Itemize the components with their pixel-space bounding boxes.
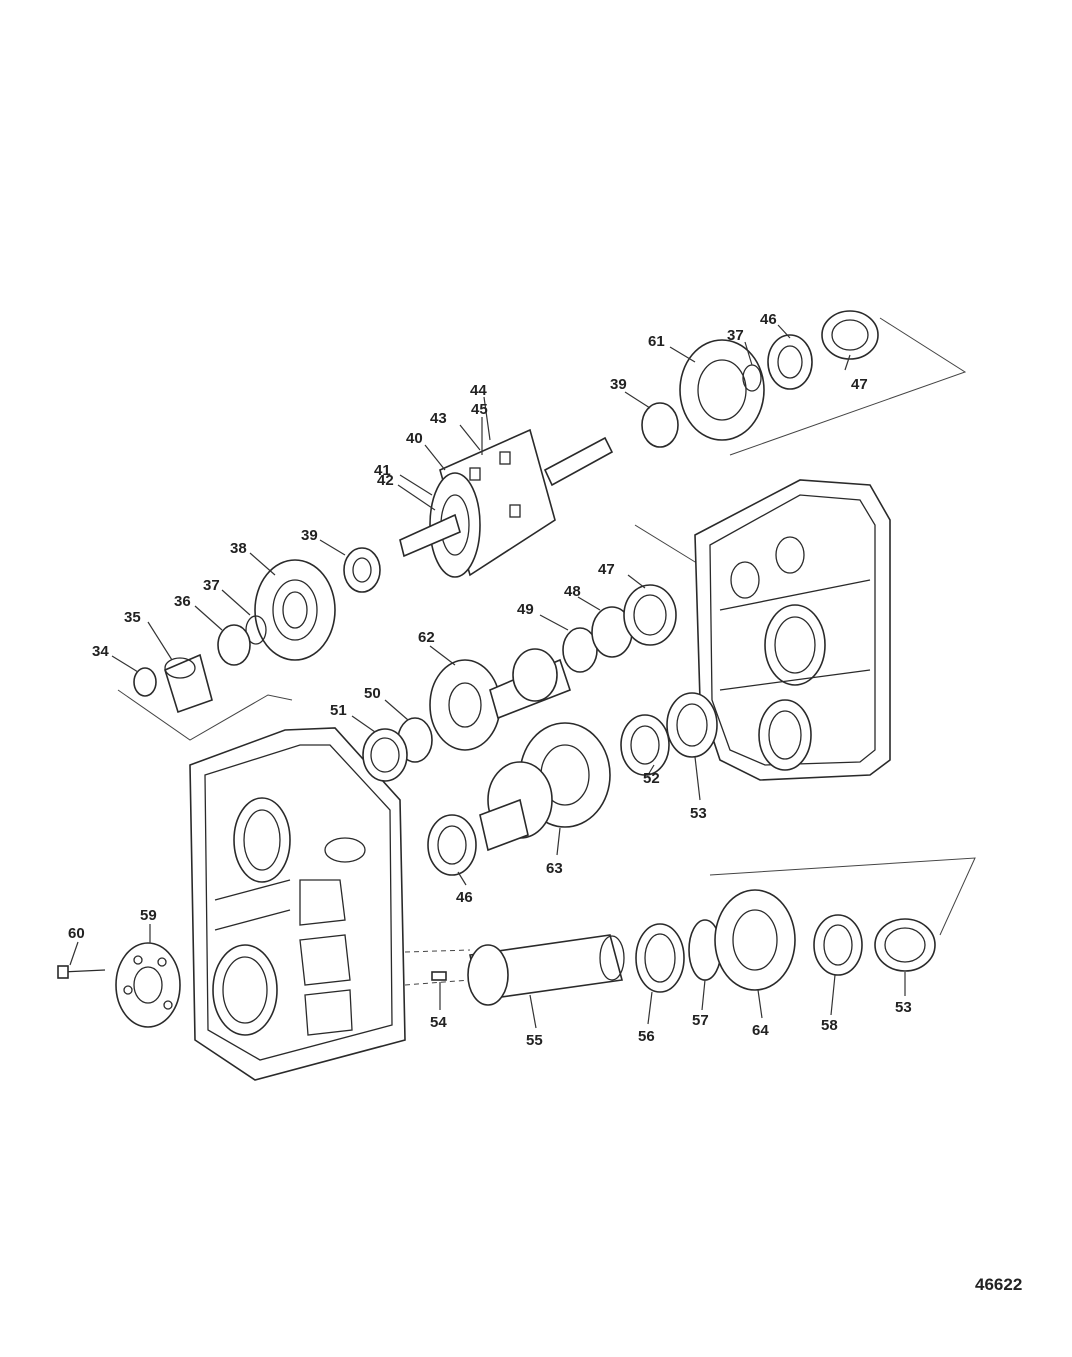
spacer-37-left xyxy=(245,615,267,645)
pin-54 xyxy=(431,971,447,981)
bearing-46-top xyxy=(767,334,813,390)
callout-40: 40 xyxy=(406,430,423,447)
bearing-39-left xyxy=(343,547,381,593)
spring-47-mid xyxy=(623,584,677,646)
callout-34: 34 xyxy=(92,643,109,660)
callout-55: 55 xyxy=(526,1032,543,1049)
spring-53-bottom xyxy=(874,918,936,972)
callout-48: 48 xyxy=(564,583,581,600)
spring-53-mid xyxy=(666,692,718,758)
right-housing-cover xyxy=(694,479,891,781)
callout-42: 42 xyxy=(377,472,394,489)
bolt-60 xyxy=(57,965,106,979)
pump-59 xyxy=(115,942,181,1028)
cup-35 xyxy=(164,653,213,714)
cup-56 xyxy=(635,923,685,993)
callout-53-bottom: 53 xyxy=(895,999,912,1016)
gear-38 xyxy=(254,559,336,661)
callout-47-mid: 47 xyxy=(598,561,615,578)
bearing-46-bottom xyxy=(427,814,477,876)
callout-51: 51 xyxy=(330,702,347,719)
cup-58 xyxy=(813,914,863,976)
callout-38: 38 xyxy=(230,540,247,557)
spring-34 xyxy=(133,667,157,697)
callout-39-left: 39 xyxy=(301,527,318,544)
callout-41: 41 xyxy=(374,462,391,479)
callout-60: 60 xyxy=(68,925,85,942)
callout-56: 56 xyxy=(638,1028,655,1045)
output-gear-63 xyxy=(479,722,611,852)
leader-lines xyxy=(69,324,906,1029)
callout-50: 50 xyxy=(364,685,381,702)
callout-47-top: 47 xyxy=(851,376,868,393)
callout-46-top: 46 xyxy=(760,311,777,328)
left-transmission-housing xyxy=(189,727,406,1081)
callout-46-bottom: 46 xyxy=(456,889,473,906)
bearing-49 xyxy=(562,627,598,673)
callout-36: 36 xyxy=(174,593,191,610)
callout-58: 58 xyxy=(821,1017,838,1034)
callout-62: 62 xyxy=(418,629,435,646)
gear-61 xyxy=(679,339,765,441)
spring-47-top xyxy=(821,310,879,360)
callout-64: 64 xyxy=(752,1022,769,1039)
callout-37-left: 37 xyxy=(203,577,220,594)
callout-43: 43 xyxy=(430,410,447,427)
callout-labels: 34 35 36 37 38 39 40 41 42 43 44 45 39 6… xyxy=(68,311,912,1049)
callout-39-right: 39 xyxy=(610,376,627,393)
callout-53-mid: 53 xyxy=(690,805,707,822)
callout-63: 63 xyxy=(546,860,563,877)
callout-37-right: 37 xyxy=(727,327,744,344)
countershaft-gear-62 xyxy=(429,648,571,751)
callout-49: 49 xyxy=(517,601,534,618)
callout-57: 57 xyxy=(692,1012,709,1029)
gear-64 xyxy=(714,889,796,991)
callout-59: 59 xyxy=(140,907,157,924)
cup-52 xyxy=(620,714,670,776)
callout-45: 45 xyxy=(471,401,488,418)
callout-52: 52 xyxy=(643,770,660,787)
bearing-39-right xyxy=(641,402,679,448)
callout-54: 54 xyxy=(430,1014,447,1031)
callout-44: 44 xyxy=(470,382,487,399)
cup-51 xyxy=(362,728,408,782)
bearing-36 xyxy=(217,624,251,666)
assembly-outline-lines xyxy=(117,317,976,986)
callout-61: 61 xyxy=(648,333,665,350)
callout-35: 35 xyxy=(124,609,141,626)
shaft-55 xyxy=(467,934,625,1006)
clutch-drum-assembly xyxy=(399,428,614,578)
figure-number: 46622 xyxy=(975,1275,1022,1294)
